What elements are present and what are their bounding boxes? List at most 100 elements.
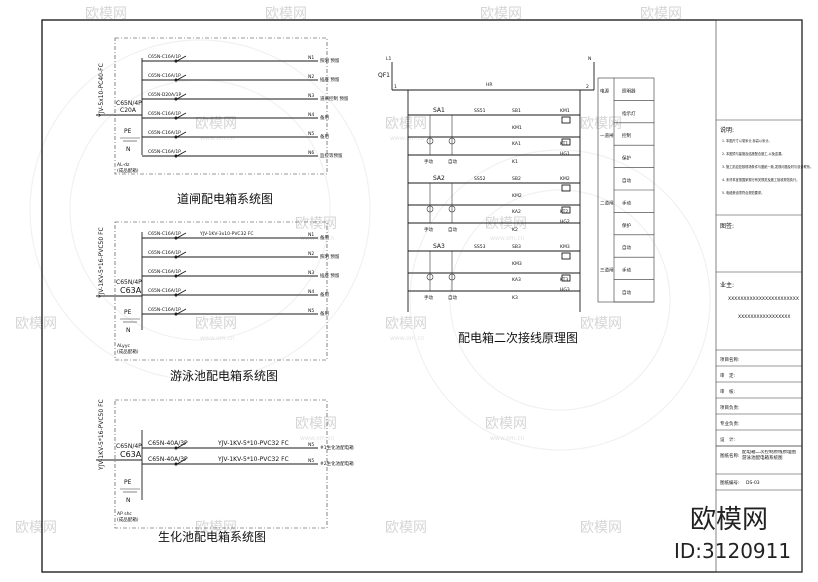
watermark-layer: 欧模网 欧模网 欧模网 欧模网 欧模网 欧模网 欧模网 欧模网 欧模网 欧模网 … (15, 6, 682, 536)
circuit-use: 备用 (320, 114, 329, 121)
mode-auto: 自动 (448, 226, 457, 233)
gate-title: 道闸配电箱系统图 (177, 191, 273, 206)
secondary-legend-rows: 电源照明器指示灯一道闸控制保护自动二道闸手动保护自动三道闸手动自动 (600, 87, 654, 303)
pool-box-code: ALyyc (117, 343, 130, 349)
circuit-row: C65N-C16A/1P N5 备用 (142, 307, 329, 317)
circuit-breaker: C65N-C16A/1P (148, 231, 181, 237)
title-row-label: 审 定: (720, 372, 735, 379)
watermark-text: 欧模网 (580, 316, 622, 332)
watermark-text: 欧模网 (385, 520, 427, 536)
secondary-title: 配电箱二次接线原理图 (458, 330, 578, 345)
pool-n: N (126, 327, 131, 334)
selector-switch: SA3 (433, 243, 445, 250)
relay-coil: K1 (512, 159, 518, 165)
circuit-use: 备用 (320, 310, 329, 317)
circuit-use: 插座 预留 (320, 272, 340, 279)
watermark-url: www.om.cn (490, 235, 525, 242)
mode-auto: 自动 (448, 294, 457, 301)
circuit-use: 监控等预留 (320, 152, 343, 159)
title-row-label: 审 核: (720, 388, 735, 395)
relay-contact: KA3 (512, 277, 521, 283)
contactor-coil: KM3 (560, 244, 570, 250)
gate-pe: PE (124, 128, 132, 135)
bio-n: N (126, 497, 131, 504)
drawing-name: 配电箱二次控制原线原理图 游泳池配电箱系统图 (742, 450, 796, 461)
relay-coil: K3 (512, 295, 518, 301)
note-line: 2. 本图须与建施及结施配合施工,以免遗漏。 (722, 151, 784, 156)
circuit-breaker: C65N-C16A/1P (148, 111, 181, 117)
l1-label: L1 (386, 56, 392, 62)
watermark-text: 欧模网 (385, 316, 427, 332)
title-row-label: 专业负责: (720, 420, 740, 427)
circuit-use: 照明 预留 (320, 253, 340, 260)
gate-feeder-label: YJV-5x10-PC40-FC (98, 63, 105, 118)
contactor-contact: KM1 (512, 125, 522, 131)
note-line: 3. 施工前应复核现场条件与图纸一致,发现问题及时与设计联系。 (722, 164, 813, 169)
pool-feeder-label: YJV-1KV-5*16-PVC50 FC (98, 227, 105, 299)
gate-box-diagram: YJV-5x10-PC40-FC C65N/4P C20A PE N AL-dz… (96, 37, 349, 175)
stop-button: SS53 (474, 244, 486, 250)
legend-group: 电源 (600, 87, 609, 94)
gate-box-outline (114, 37, 328, 175)
bio-feeder-label: YJV-1KV-5*16-PVC50 FC (98, 399, 105, 471)
mode-manual: 手动 (424, 294, 433, 301)
legend-group: 一道闸 (600, 132, 614, 139)
watermark-text: 欧模网 (15, 520, 57, 536)
bio-title: 生化池配电箱系统图 (158, 529, 266, 544)
circuit-breaker: C65N-C16A/1P (148, 130, 181, 136)
circuit-use: 备用 (320, 234, 329, 241)
indicator-lamp: HG1 (560, 151, 570, 157)
gate-box-note: (成品配箱) (117, 167, 139, 174)
watermark-text: 欧模网 (195, 116, 237, 132)
drawing-name-label: 图纸名称: (720, 452, 740, 459)
selector-switch: SA1 (433, 107, 445, 114)
circuit-row: C65N-C16A/1P N2 插座 预留 (142, 73, 340, 83)
circuit-phase: N3 (308, 270, 314, 276)
gate-n: N (126, 146, 131, 153)
bus-right-num: 2 (586, 84, 589, 90)
contactor-contact: KM2 (512, 193, 522, 199)
circuit-breaker: C65N-D20A/1P (148, 92, 182, 98)
legend-item: 照明器 (622, 88, 636, 94)
title-block: 说明: 1. 本图尺寸以毫米计,标高以米计。2. 本图须与建施及结施配合施工,以… (716, 119, 813, 491)
brand-watermark: 欧模网 (690, 505, 768, 535)
notes-list: 1. 本图尺寸以毫米计,标高以米计。2. 本图须与建施及结施配合施工,以免遗漏。… (722, 138, 813, 195)
circuit-use: 插座 预留 (320, 76, 340, 83)
circuit-phase: N2 (308, 74, 314, 80)
bio-main-rating: C63A (120, 450, 142, 459)
circuit-breaker: C65N-C16A/1P (148, 250, 181, 256)
legend-item: 自动 (622, 244, 631, 251)
bus-hr-label: HR (486, 82, 493, 88)
note-line: 4. 未尽事宜按国家现行有关规范及施工验收规范执行。 (722, 177, 799, 182)
bio-box-outline (114, 399, 328, 529)
watermark-url: www.om.cn (300, 435, 335, 442)
watermark-url: www.om.cn (390, 335, 425, 342)
legend-group: 二道闸 (600, 199, 614, 206)
bus-left-num: 1 (394, 84, 397, 90)
gate-main-breaker: C65N/4P (116, 100, 142, 107)
pool-title: 游泳池配电箱系统图 (170, 368, 278, 383)
title-row-label: 设 计: (720, 436, 735, 443)
circuit-use: 备用 (320, 291, 329, 298)
circuit-breaker: C65N-C16A/1P (148, 73, 181, 79)
contactor-coil: KM2 (560, 176, 570, 182)
circuit-phase: N5 (308, 308, 314, 314)
timer-relay: KT2 (560, 209, 568, 215)
note-line: 5. 电缆敷设须符合规范要求。 (722, 190, 764, 195)
indicator-lamp: HG3 (560, 287, 570, 293)
notes-heading: 说明: (720, 126, 734, 134)
circuit-breaker: C65N-C16A/1P (148, 307, 181, 313)
owner-label: 业主: (720, 281, 734, 289)
gate-main-rating: C20A (120, 107, 137, 114)
